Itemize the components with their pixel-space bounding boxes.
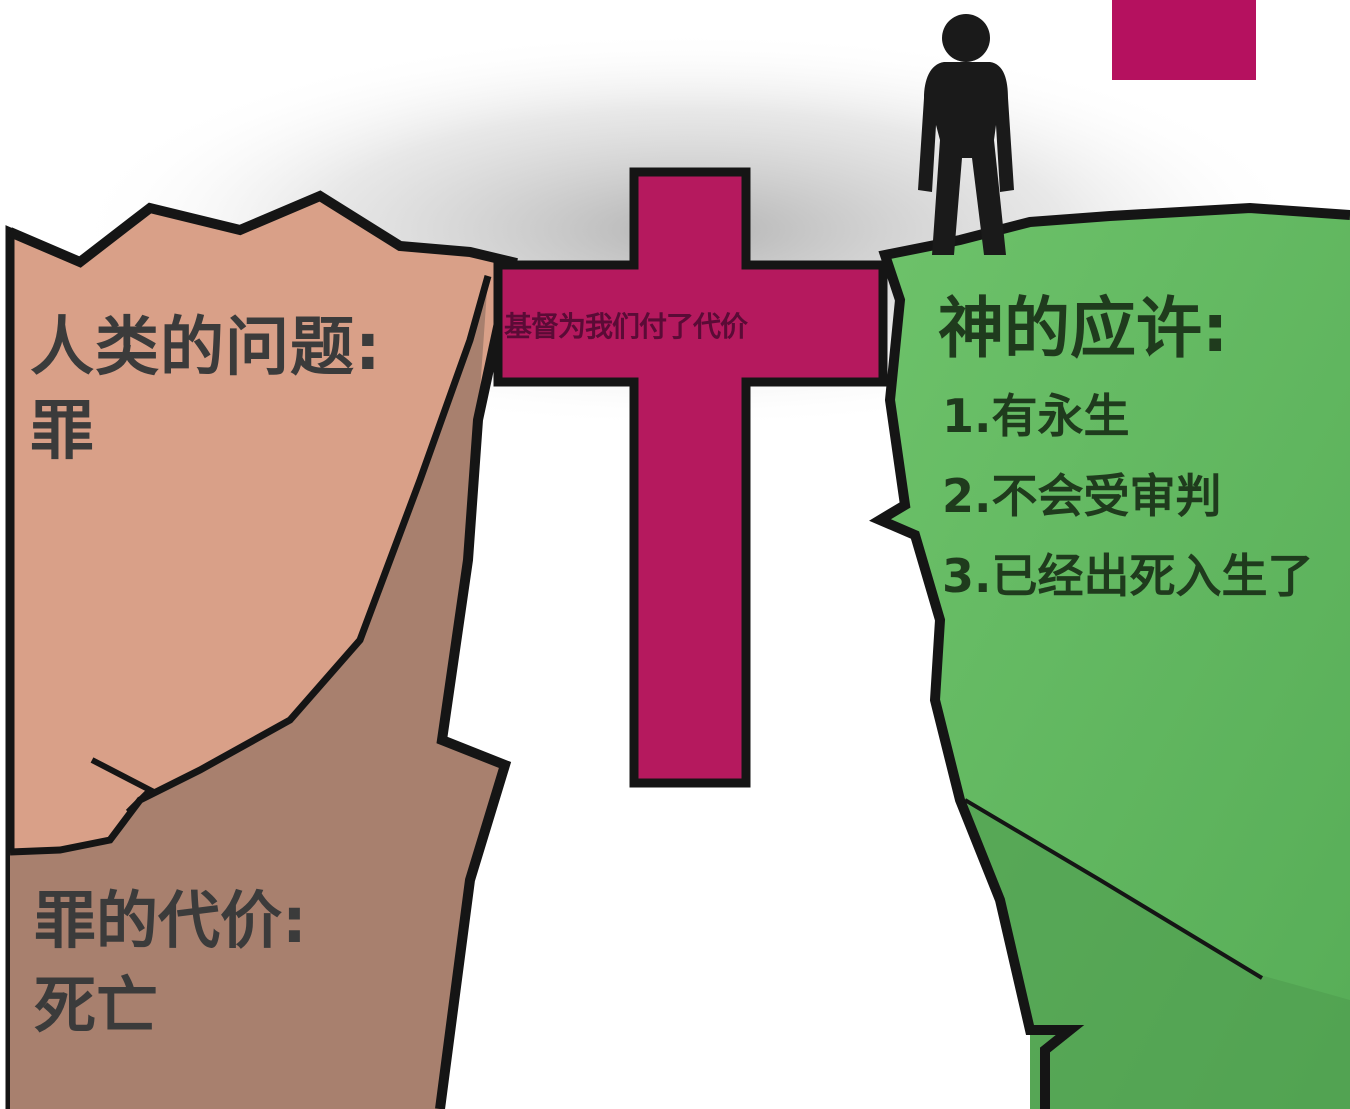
human-problem-text: 罪 xyxy=(30,395,94,469)
promise-item: 3.已经出死入生了 xyxy=(942,549,1314,603)
right-cliff xyxy=(869,202,1350,1109)
sin-cost-title: 罪的代价: xyxy=(34,884,307,957)
god-promise-title: 神的应许: xyxy=(938,290,1229,367)
standing-person-icon xyxy=(918,14,1014,255)
corner-accent-block xyxy=(1112,0,1256,80)
promise-item: 1.有永生 xyxy=(942,389,1130,443)
cross-bridge xyxy=(493,167,888,788)
cross-label: 基督为我们付了代价 xyxy=(504,310,748,343)
sin-cost-text: 死亡 xyxy=(34,969,159,1042)
cross-icon xyxy=(493,167,888,788)
human-problem-title: 人类的问题: xyxy=(30,311,382,385)
promise-item: 2.不会受审判 xyxy=(942,469,1222,523)
left-cliff xyxy=(5,190,518,1109)
